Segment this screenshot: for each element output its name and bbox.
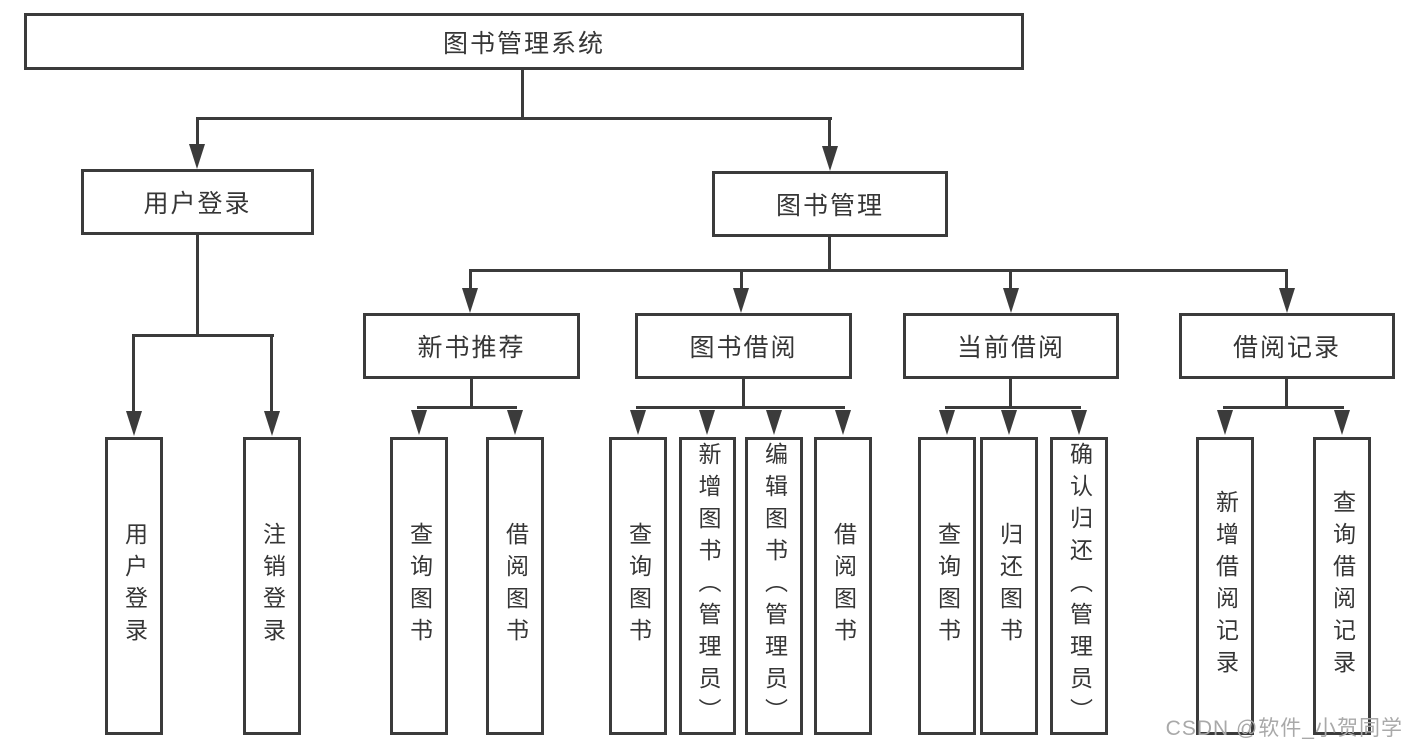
connector-line: [196, 234, 199, 336]
node-root-library-system: 图书管理系统: [24, 13, 1024, 70]
connector-line: [742, 377, 745, 408]
leaf-label: 新增借阅记录: [1212, 490, 1239, 682]
node-label: 用户登录: [143, 190, 252, 218]
node-book-management: 图书管理: [712, 171, 948, 237]
connector-line: [828, 236, 831, 271]
arrowhead-down-icon: [1334, 410, 1350, 435]
leaf-logout: 注销登录: [243, 437, 301, 735]
leaf-label: 查询图书: [934, 522, 961, 650]
leaf-query-books-current: 查询图书: [918, 437, 976, 735]
arrowhead-down-icon: [462, 288, 478, 313]
connector-line: [1223, 406, 1344, 409]
leaf-label: 用户登录: [121, 522, 148, 650]
node-new-book-recommendation: 新书推荐: [363, 313, 580, 379]
arrowhead-down-icon: [822, 146, 838, 171]
connector-line: [521, 67, 524, 119]
connector-line: [470, 377, 473, 408]
arrowhead-down-icon: [766, 410, 782, 435]
connector-line: [417, 406, 517, 409]
arrowhead-down-icon: [1001, 410, 1017, 435]
leaf-query-books-borrow: 查询图书: [609, 437, 667, 735]
arrowhead-down-icon: [411, 410, 427, 435]
leaf-user-login: 用户登录: [105, 437, 163, 735]
leaf-label: 查询借阅记录: [1329, 490, 1356, 682]
connector-line: [1009, 269, 1012, 290]
connector-line: [945, 406, 1081, 409]
arrowhead-down-icon: [1003, 288, 1019, 313]
leaf-label: 归还图书: [996, 522, 1023, 650]
leaf-add-borrow-record: 新增借阅记录: [1196, 437, 1254, 735]
leaf-confirm-return-admin: 确认归还（管理员）: [1050, 437, 1108, 735]
node-label: 当前借阅: [956, 334, 1065, 362]
leaf-label: 确认归还（管理员）: [1066, 442, 1093, 730]
arrowhead-down-icon: [1217, 410, 1233, 435]
arrowhead-down-icon: [733, 288, 749, 313]
leaf-add-books-admin: 新增图书（管理员）: [679, 437, 736, 735]
node-label: 借阅记录: [1232, 334, 1341, 362]
connector-line: [270, 334, 273, 412]
connector-line: [636, 406, 845, 409]
arrowhead-down-icon: [699, 410, 715, 435]
arrowhead-down-icon: [1071, 410, 1087, 435]
leaf-label: 查询图书: [406, 522, 433, 650]
leaf-label: 编辑图书（管理员）: [761, 442, 788, 730]
connector-line: [196, 117, 832, 120]
arrowhead-down-icon: [264, 411, 280, 436]
node-user-login: 用户登录: [81, 169, 314, 235]
leaf-query-books-recommend: 查询图书: [390, 437, 448, 735]
node-label: 图书借阅: [689, 334, 798, 362]
leaf-label: 查询图书: [625, 522, 652, 650]
leaf-edit-books-admin: 编辑图书（管理员）: [745, 437, 803, 735]
node-current-borrowing: 当前借阅: [903, 313, 1119, 379]
leaf-return-books: 归还图书: [980, 437, 1038, 735]
arrowhead-down-icon: [630, 410, 646, 435]
csdn-watermark: CSDN @软件_小贺同学: [1165, 717, 1403, 740]
leaf-query-borrow-record: 查询借阅记录: [1313, 437, 1371, 735]
leaf-borrow-books: 借阅图书: [814, 437, 872, 735]
arrowhead-down-icon: [507, 410, 523, 435]
connector-line: [1009, 377, 1012, 408]
leaf-label: 借阅图书: [830, 522, 857, 650]
connector-line: [132, 334, 274, 337]
connector-line: [740, 269, 743, 290]
node-book-borrowing: 图书借阅: [635, 313, 852, 379]
connector-line: [469, 269, 472, 290]
leaf-label: 借阅图书: [502, 522, 529, 650]
arrowhead-down-icon: [939, 410, 955, 435]
connector-line: [828, 117, 831, 148]
connector-line: [469, 269, 1288, 272]
arrowhead-down-icon: [126, 411, 142, 436]
node-label: 图书管理: [775, 192, 884, 220]
connector-line: [1285, 377, 1288, 408]
node-label: 图书管理系统: [442, 29, 605, 58]
node-borrowing-records: 借阅记录: [1179, 313, 1395, 379]
connector-line: [132, 334, 135, 412]
leaf-label: 注销登录: [259, 522, 286, 650]
connector-line: [196, 117, 199, 146]
leaf-label: 新增图书（管理员）: [695, 442, 721, 730]
node-label: 新书推荐: [417, 334, 526, 362]
arrowhead-down-icon: [189, 144, 205, 169]
arrowhead-down-icon: [835, 410, 851, 435]
connector-line: [1285, 269, 1288, 290]
arrowhead-down-icon: [1279, 288, 1295, 313]
leaf-borrow-books-recommend: 借阅图书: [486, 437, 544, 735]
